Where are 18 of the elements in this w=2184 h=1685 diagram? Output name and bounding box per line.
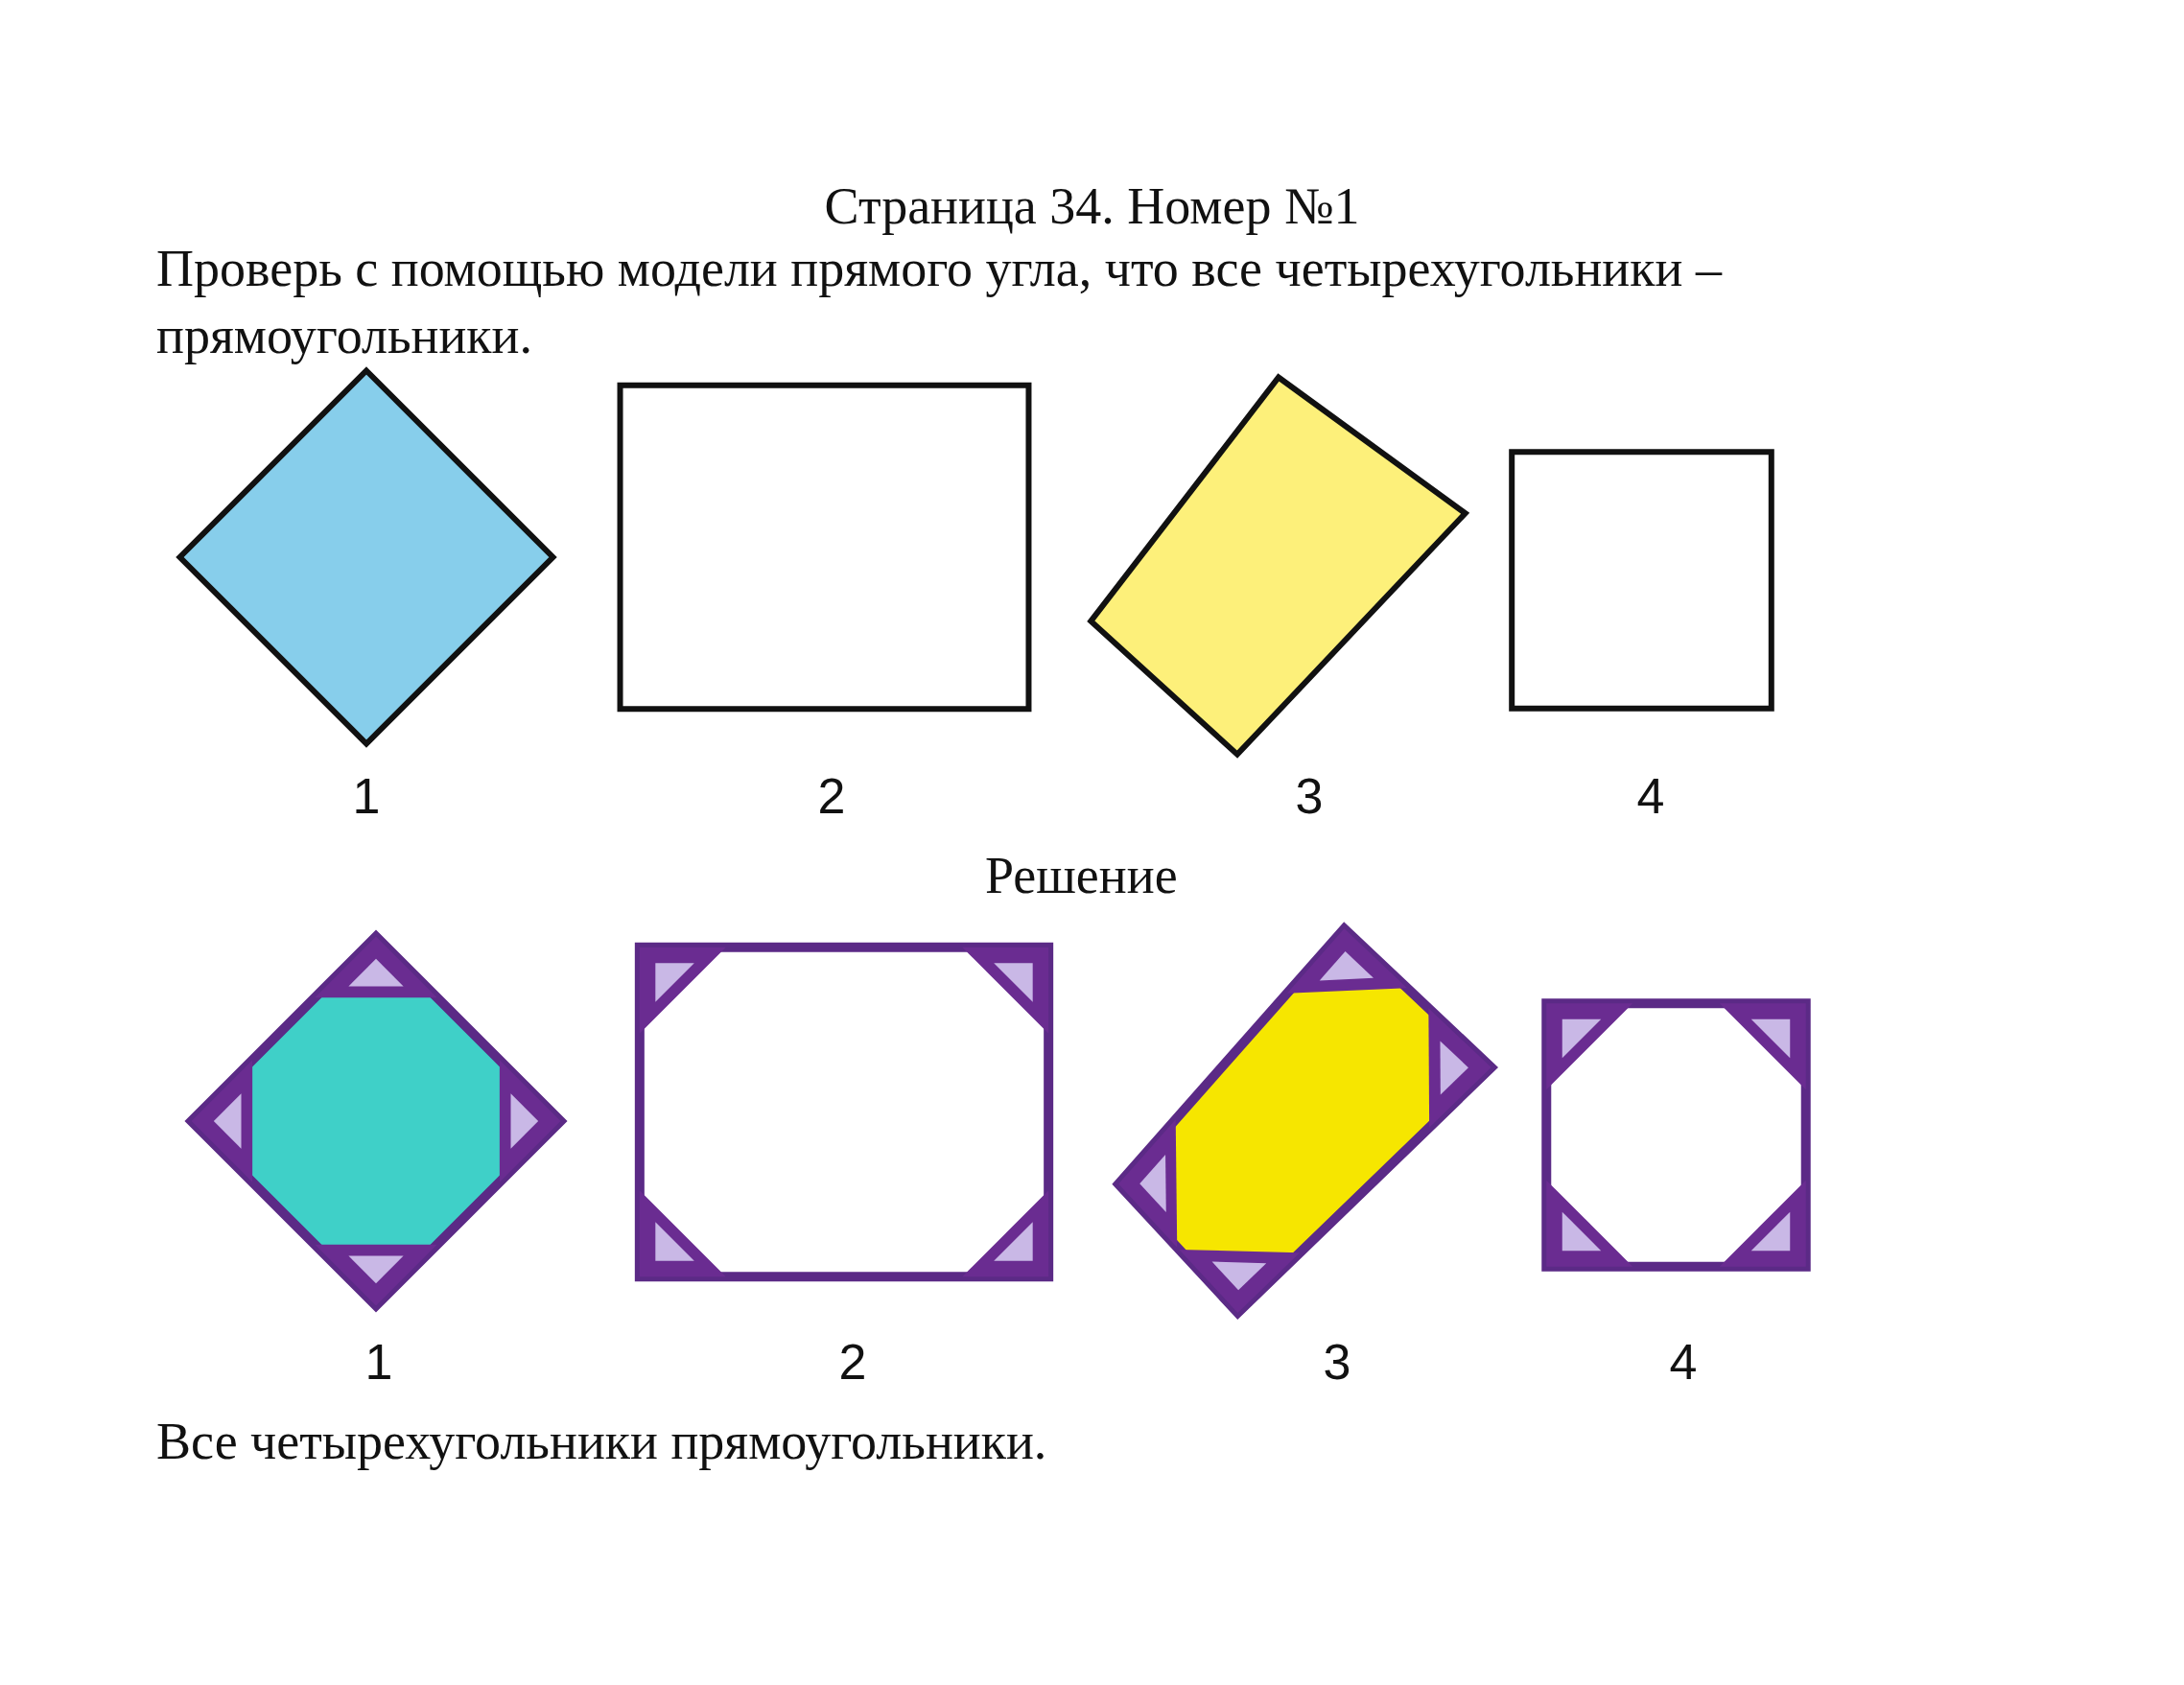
figure-number: 4 [1668,1333,1699,1391]
rectangle-shape [1509,449,1774,712]
rectangle-shape [1541,998,1811,1272]
section-heading: Решение [985,846,1178,906]
figure-number: 1 [364,1333,394,1391]
figure-number: 4 [1635,767,1666,825]
figure-number: 2 [816,767,847,825]
rhombus-shape [184,929,568,1313]
figure-number: 2 [837,1333,868,1391]
page-title: Страница 34. Номер №1 [823,176,1361,237]
figure-number: 1 [351,767,382,825]
rhombus-shape [176,366,557,748]
figure-number: 3 [1322,1333,1352,1391]
rectangle-shape [634,943,1054,1281]
figure-number: 3 [1294,767,1325,825]
task-text: Проверь с помощью модели прямого угла, что все четырехугольники – прямоугольники. [156,239,1724,366]
rectangle-shape [617,383,1032,712]
answer-text: Все четырехугольники прямоугольники. [156,1412,1047,1472]
